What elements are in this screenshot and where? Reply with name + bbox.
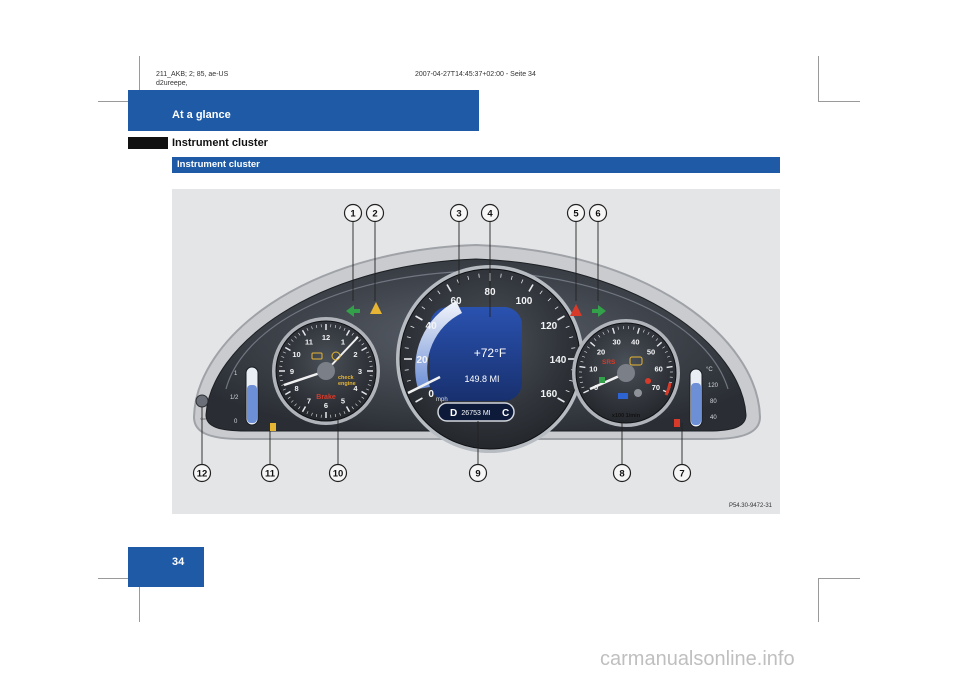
section-marker [128, 137, 168, 149]
coolant-label-40: 40 [710, 415, 717, 421]
speedo-tick [405, 370, 409, 371]
clock-hub [317, 362, 335, 380]
clock-number: 8 [294, 384, 298, 393]
clock-number: 12 [322, 333, 330, 342]
knob-arrow-icon: ⇦ [200, 416, 206, 423]
clock-number: 10 [292, 350, 300, 359]
speedo-label: 40 [426, 321, 438, 332]
clock-number: 9 [290, 367, 294, 376]
speedo-tick [479, 274, 480, 278]
crop-mark [818, 101, 860, 102]
callout-number: 1 [350, 209, 356, 220]
tacho-tick [579, 367, 585, 368]
speedo-label: 60 [450, 296, 462, 307]
speedo-label: 20 [416, 355, 428, 366]
clock-number: 3 [358, 367, 362, 376]
clock-number: 1 [341, 338, 345, 347]
speedo-label: 100 [516, 296, 533, 307]
speedo-label: 120 [541, 321, 558, 332]
tacho-label: 30 [612, 337, 620, 346]
high-beam-indicator-icon [618, 393, 628, 399]
callout-number: 8 [619, 469, 624, 480]
section-title: At a glance [172, 109, 231, 121]
seatbelt-indicator-icon [645, 378, 651, 384]
instrument-cluster-figure: ⇦ 020406080100120140160 mph +72°F 149.8 … [172, 189, 780, 514]
esp-indicator-icon [634, 389, 642, 397]
figure-id: P54.30-9472-31 [729, 503, 773, 509]
tacho-label: 10 [589, 364, 597, 373]
coolant-label-80: 80 [710, 399, 717, 405]
speed-unit-label: mph [436, 397, 448, 403]
tacho-label: 20 [597, 347, 605, 356]
tacho-label: 70 [652, 383, 660, 392]
callout-number: 12 [197, 469, 208, 480]
callout-number: 5 [573, 209, 579, 220]
page-number-box: 34 [128, 547, 204, 587]
page-number: 34 [172, 556, 184, 568]
watermark: carmanualsonline.info [600, 648, 795, 671]
clock-number: 11 [305, 338, 313, 347]
figure-title: Instrument cluster [177, 159, 260, 170]
fuel-reserve-icon [270, 423, 276, 431]
clock-number: 6 [324, 401, 328, 410]
speedo-tick [501, 274, 502, 278]
page-subtitle: Instrument cluster [172, 137, 268, 149]
print-meta-line1: 211_AKB; 2; 85, ae-US [156, 70, 228, 79]
coolant-label-120: 120 [708, 383, 719, 389]
speedo-label: 140 [550, 355, 567, 366]
coolant-warning-icon [674, 419, 680, 427]
tacho-unit-label: x100 1/min [612, 413, 641, 419]
print-meta-line2: d2ureepe, [156, 79, 228, 88]
reset-knob [196, 395, 208, 407]
clock-dial: 121234567891011 check engine Brake [272, 317, 380, 425]
callout-number: 10 [333, 469, 344, 480]
callout-number: 7 [679, 469, 684, 480]
brake-warning-label: Brake [316, 394, 336, 401]
speedo-label: 0 [428, 389, 434, 400]
odometer-reading: 26753 MI [461, 410, 490, 417]
crop-mark [818, 578, 860, 579]
clock-number: 5 [341, 396, 345, 405]
srs-indicator: SRS [602, 359, 616, 366]
coolant-unit: °C [706, 367, 713, 373]
crop-mark [818, 578, 819, 622]
tacho-label: 50 [647, 347, 655, 356]
outside-temperature: +72°F [474, 346, 506, 360]
tacho-label: 40 [631, 337, 639, 346]
gear-indicator-left: D [450, 408, 457, 419]
low-beam-indicator-icon [599, 377, 605, 383]
tacho-tick [667, 367, 673, 368]
figure-title-bar: Instrument cluster [172, 157, 780, 173]
crop-mark [818, 56, 819, 102]
clock-number: 7 [307, 396, 311, 405]
trip-odometer: 149.8 MI [464, 374, 499, 384]
callout-number: 6 [595, 209, 600, 220]
fuel-label-half: 1/2 [230, 395, 239, 401]
check-engine-line2: engine [338, 381, 356, 387]
speedo-tick [405, 348, 409, 349]
callout-number: 9 [475, 469, 480, 480]
callout-number: 2 [372, 209, 377, 220]
tacho-hub [617, 364, 635, 382]
callout-number: 3 [456, 209, 461, 220]
print-meta: 211_AKB; 2; 85, ae-US d2ureepe, [156, 70, 228, 88]
print-timestamp: 2007-04-27T14:45:37+02:00 - Seite 34 [415, 70, 536, 79]
speedo-tick [571, 348, 575, 349]
speedo-label: 160 [541, 389, 558, 400]
tachometer: 010203040506070 SRS x100 1/min [572, 319, 680, 427]
callout-number: 11 [265, 469, 276, 480]
clock-number: 2 [353, 350, 357, 359]
gear-indicator-right: C [502, 408, 509, 419]
tacho-label: 60 [655, 364, 663, 373]
section-header: At a glance [128, 90, 479, 131]
callout-number: 4 [487, 209, 493, 220]
